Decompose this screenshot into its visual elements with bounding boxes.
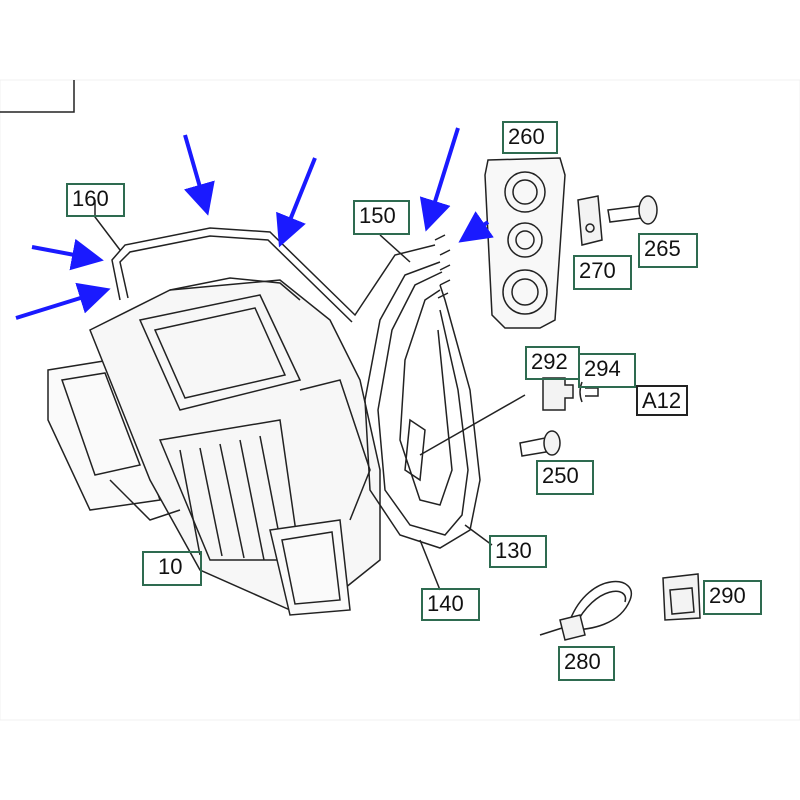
connector-292-294: [542, 377, 599, 411]
label-270: 270: [573, 255, 632, 290]
screw-265: [607, 195, 658, 225]
label-290: 290: [703, 580, 762, 615]
clip-290: [662, 573, 701, 621]
heater-box-10: [47, 277, 381, 616]
arrow-icon: [419, 127, 460, 232]
label-130: 130: [489, 535, 547, 568]
label-250: 250: [536, 460, 594, 495]
label-160: 160: [66, 183, 125, 217]
annotation-arrows: [15, 127, 494, 320]
control-panel-260: [434, 157, 566, 329]
cable-tie-280: [539, 580, 633, 641]
bolt-250: [519, 430, 561, 457]
arrow-icon: [15, 282, 111, 320]
corner-frame: [0, 80, 75, 113]
label-265: 265: [638, 233, 698, 268]
arrow-icon: [183, 134, 215, 216]
label-140: 140: [421, 588, 480, 621]
label-294: 294: [578, 353, 636, 388]
label-10: 10: [142, 551, 202, 586]
clip-270: [577, 195, 603, 246]
label-280: 280: [558, 646, 615, 681]
label-292: 292: [525, 346, 580, 380]
arrow-icon: [458, 211, 494, 243]
arrow-icon: [31, 238, 104, 271]
label-150: 150: [353, 200, 410, 235]
pipes: [94, 200, 526, 591]
label-a12: A12: [636, 385, 688, 416]
label-260: 260: [502, 121, 558, 154]
arrow-icon: [276, 157, 317, 248]
